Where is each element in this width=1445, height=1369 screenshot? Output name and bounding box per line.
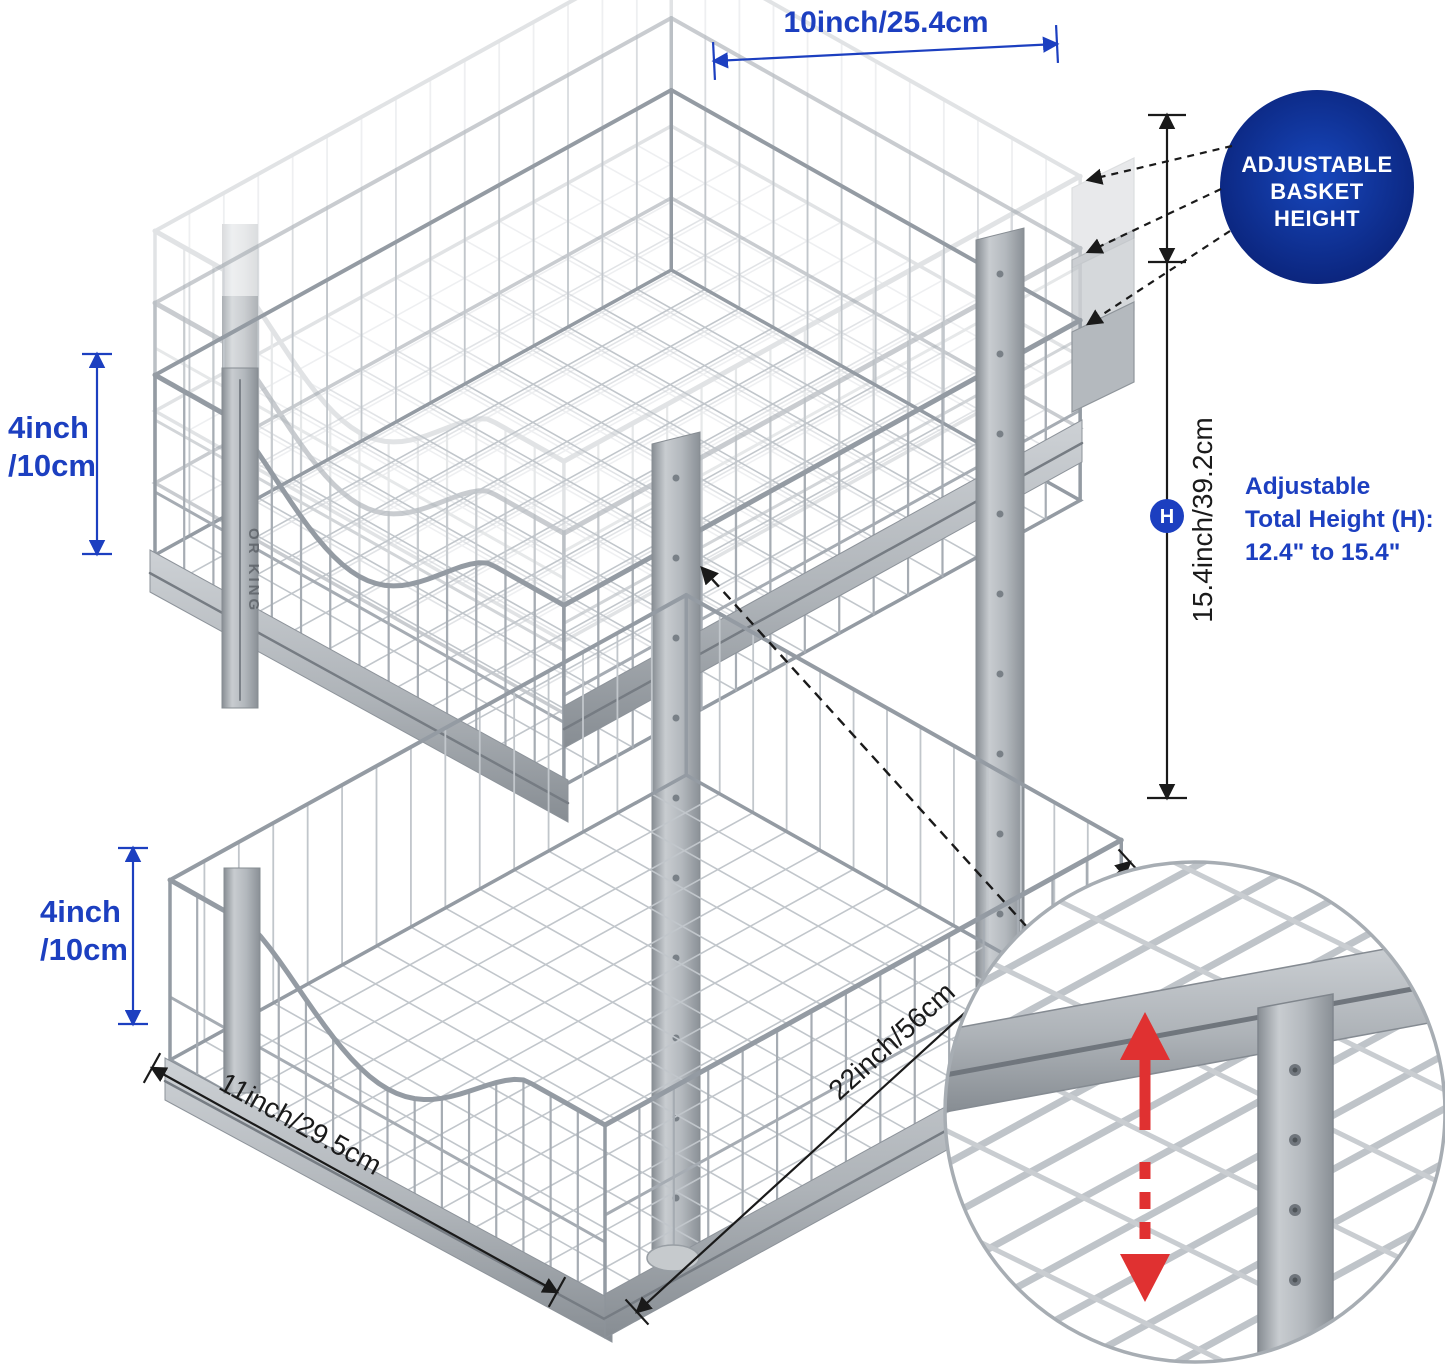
adjustable-note-line3: 12.4" to 15.4" bbox=[1245, 539, 1400, 566]
height-marker-label: H bbox=[1160, 506, 1174, 528]
upper-basket-height-label-line1: 4inch bbox=[8, 410, 89, 445]
lower-basket-height-label-line1: 4inch bbox=[40, 894, 121, 929]
adjustable-note-line2: Total Height (H): bbox=[1245, 506, 1434, 533]
lower-basket-height-label-line2: /10cm bbox=[40, 932, 128, 967]
total-height-dimension-label: 15.4inch/39.2cm bbox=[1187, 417, 1218, 622]
adjustable-note-line1: Adjustable bbox=[1245, 473, 1370, 500]
badge-text-line3: HEIGHT bbox=[1274, 206, 1360, 231]
top-width-dimension-label: 10inch/25.4cm bbox=[783, 6, 988, 39]
inset-magnifier bbox=[943, 860, 1445, 1364]
badge-text-line1: ADJUSTABLE bbox=[1241, 152, 1392, 177]
embossed-brand-text: OR KING bbox=[245, 528, 262, 613]
upper-basket-height-label-line2: /10cm bbox=[8, 448, 96, 483]
badge-text-line2: BASKET bbox=[1270, 179, 1364, 204]
dimension-annotations bbox=[82, 24, 1414, 1326]
